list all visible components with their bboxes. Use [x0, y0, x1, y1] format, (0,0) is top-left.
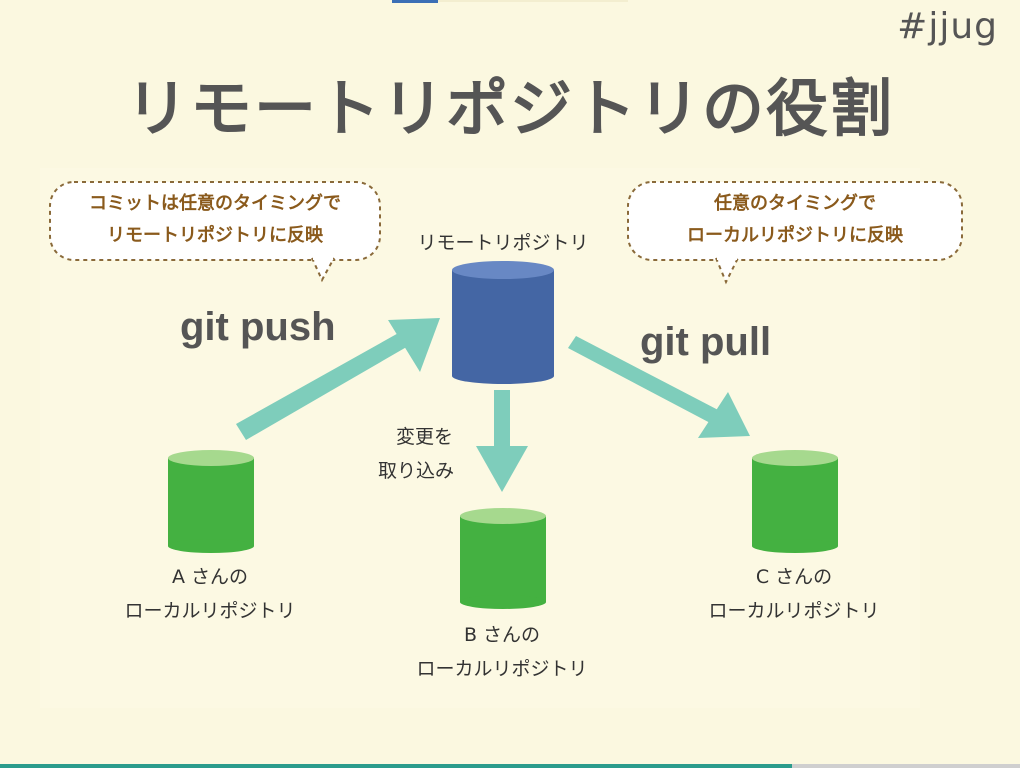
progress-bar-fill: [0, 764, 792, 768]
bubble-left-line2: リモートリポジトリに反映: [107, 225, 323, 246]
speech-bubble-left: [49, 181, 381, 283]
local-c-line1: C さんの: [755, 566, 833, 588]
remote-repository-icon: [452, 261, 554, 384]
local-c-label: C さんの ローカルリポジトリ: [684, 560, 904, 628]
top-bar: [438, 0, 628, 2]
local-a-line1: A さんの: [171, 566, 249, 588]
local-b-label: B さんの ローカルリポジトリ: [392, 618, 612, 686]
pull-arrow: [568, 336, 750, 438]
local-b-line2: ローカルリポジトリ: [416, 658, 588, 680]
fetch-label-line1: 変更を: [396, 426, 454, 448]
hashtag: #jjug: [897, 6, 998, 47]
bubble-left-text: コミットは任意のタイミングで リモートリポジトリに反映: [50, 188, 380, 252]
local-c-line2: ローカルリポジトリ: [708, 600, 880, 622]
fetch-label-line2: 取り込み: [378, 460, 455, 482]
local-a-line2: ローカルリポジトリ: [124, 600, 296, 622]
bubble-right-text: 任意のタイミングで ローカルリポジトリに反映: [628, 188, 962, 252]
remote-repository-label: リモートリポジトリ: [417, 232, 589, 254]
bubble-right-line2: ローカルリポジトリに反映: [687, 225, 903, 246]
bubble-right-line1: 任意のタイミングで: [714, 193, 876, 214]
local-repository-a-icon: [168, 450, 254, 553]
slide-title: リモートリポジトリの役割: [125, 72, 894, 145]
push-arrow: [236, 318, 440, 440]
fetch-arrow: [476, 390, 528, 492]
git-push-label: git push: [180, 305, 336, 349]
local-repository-b-icon: [460, 508, 546, 609]
git-pull-label: git pull: [640, 320, 772, 364]
top-accent-bar: [392, 0, 438, 3]
bubble-left-line1: コミットは任意のタイミングで: [89, 193, 341, 214]
local-a-label: A さんの ローカルリポジトリ: [100, 560, 320, 628]
local-b-line1: B さんの: [463, 624, 541, 646]
speech-bubble-right: [627, 181, 963, 285]
local-repository-c-icon: [752, 450, 838, 553]
progress-bar-track: [792, 764, 1020, 768]
fetch-label: 変更を 取り込み: [366, 420, 476, 488]
